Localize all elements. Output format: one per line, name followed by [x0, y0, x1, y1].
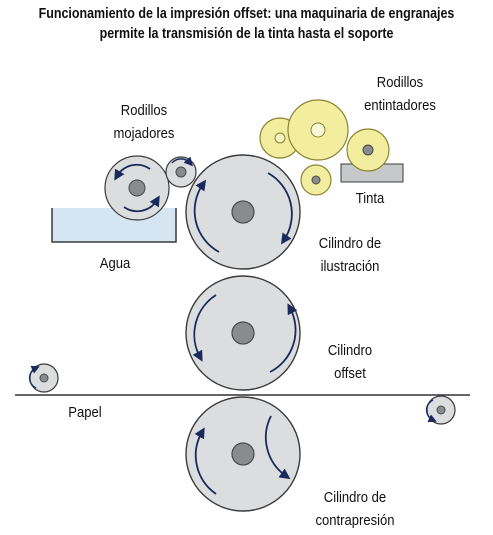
label-water: Agua — [99, 256, 131, 272]
rotation-arrow — [193, 179, 220, 253]
title-line-2: permite la transmisión de la tinta hasta… — [99, 26, 394, 42]
title-line-1: Funcionamiento de la impresión offset: u… — [38, 6, 455, 22]
label-dampening-rollers: Rodillos mojadores — [113, 103, 175, 142]
impression-cylinder — [185, 396, 301, 512]
paper-roller-left — [28, 363, 59, 393]
rotation-arrow — [114, 163, 151, 181]
rotation-arrow — [123, 195, 160, 213]
rotation-arrow — [264, 415, 291, 480]
rotation-arrow — [425, 399, 437, 423]
plate-cylinder — [185, 154, 301, 270]
label-ink: Tinta — [355, 191, 385, 207]
rotation-arrow — [269, 303, 298, 373]
paper-roller-right — [425, 395, 456, 425]
dampening-roller-large — [104, 155, 170, 221]
rotation-arrow — [192, 294, 217, 362]
label-offset-cylinder: Cilindro offset — [327, 343, 373, 382]
rotation-arrow — [28, 365, 40, 389]
label-impression-cylinder: Cilindro de contrapresión — [315, 490, 395, 529]
offset-cylinder — [185, 275, 301, 391]
label-inking-rollers: Rodillos entintadores — [364, 75, 436, 114]
inking-rollers — [259, 99, 390, 196]
rotation-arrow — [171, 156, 193, 167]
rotation-arrow — [267, 172, 293, 245]
label-plate-cylinder: Cilindro de ilustración — [318, 236, 382, 275]
water-tray-outline — [51, 208, 177, 243]
rotation-arrow — [194, 427, 217, 495]
label-paper: Papel — [68, 405, 102, 421]
dampening-roller-small — [165, 156, 197, 188]
